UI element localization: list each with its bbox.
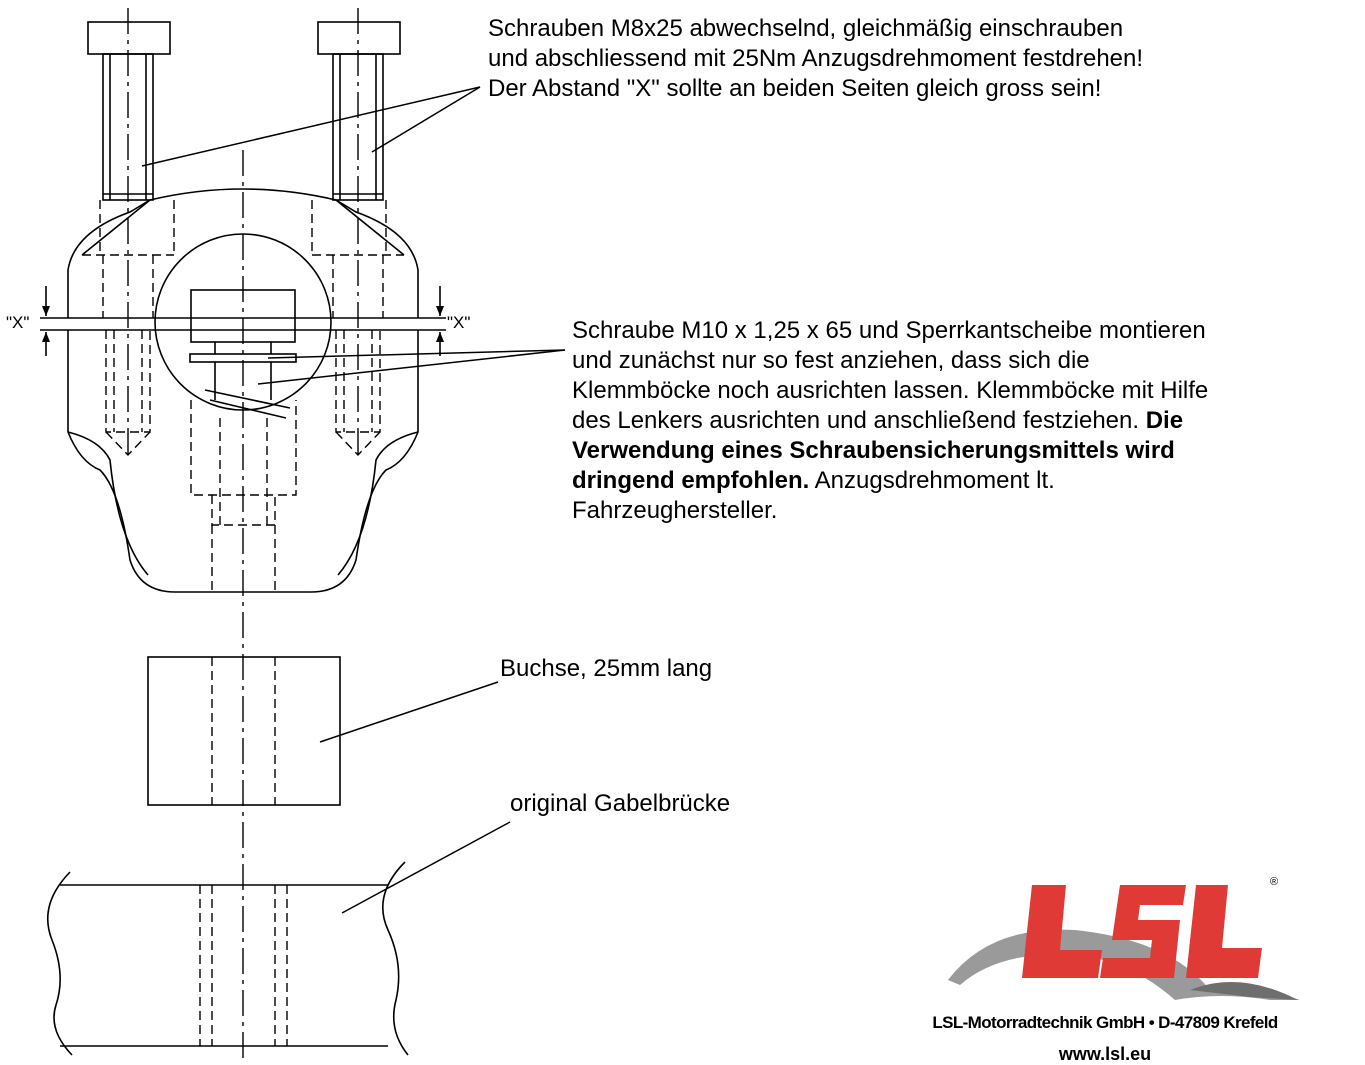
gap-dimension-right bbox=[436, 286, 444, 356]
note-m8-line3: Der Abstand "X" sollte an beiden Seiten … bbox=[488, 75, 1102, 102]
gap-label-left: "X" bbox=[6, 313, 30, 332]
right-m8-bolt bbox=[317, 8, 401, 460]
note-m8-line1: Schrauben M8x25 abwechselnd, gleichmäßig… bbox=[488, 15, 1124, 42]
note-m10-line5: Verwendung eines Schraubensicherungsmitt… bbox=[572, 436, 1208, 466]
website-footer: www.lsl.eu bbox=[1058, 1044, 1152, 1064]
note-fork-bridge: original Gabelbrücke bbox=[510, 790, 731, 817]
gap-dimension-left bbox=[42, 286, 50, 356]
hidden-bolt-holes bbox=[82, 200, 404, 457]
logo-letter-s bbox=[1100, 885, 1186, 978]
bushing bbox=[147, 656, 341, 806]
note-m10-line2: und zunächst nur so fest anziehen, dass … bbox=[572, 347, 1090, 374]
logo-letter-l1 bbox=[1022, 885, 1102, 978]
note-m10-screw: Schraube M10 x 1,25 x 65 und Sperrkantsc… bbox=[572, 316, 1208, 526]
fork-bridge bbox=[46, 861, 409, 1056]
m10-bolt bbox=[189, 289, 297, 592]
leader-lines bbox=[141, 86, 566, 914]
logo-letter-l2 bbox=[1186, 885, 1262, 978]
note-bushing: Buchse, 25mm lang bbox=[500, 655, 713, 682]
gap-label-right: "X" bbox=[447, 313, 471, 332]
note-m10-line1: Schraube M10 x 1,25 x 65 und Sperrkantsc… bbox=[572, 317, 1206, 344]
lsl-logo bbox=[948, 885, 1300, 1000]
note-m10-line6-plain: Anzugsdrehmoment lt. bbox=[814, 467, 1055, 494]
note-m10-line6: dringend empfohlen. Anzugsdrehmoment lt. bbox=[572, 466, 1208, 496]
note-m10-line4-bold: Die bbox=[1145, 407, 1184, 434]
note-m10-line4: des Lenkers ausrichten und anschließend … bbox=[572, 406, 1208, 436]
left-m8-bolt bbox=[87, 8, 171, 460]
note-m10-line7: Fahrzeughersteller. bbox=[572, 497, 778, 524]
logo-registered-mark: ® bbox=[1270, 876, 1279, 888]
note-m10-line3: Klemmböcke noch ausrichten lassen. Klemm… bbox=[572, 377, 1209, 404]
note-m10-line5-bold: Verwendung eines Schraubensicherungsmitt… bbox=[572, 437, 1175, 464]
note-m10-line6-bold: dringend empfohlen. bbox=[572, 467, 810, 494]
note-m8-screws: Schrauben M8x25 abwechselnd, gleichmäßig… bbox=[488, 14, 1143, 104]
company-footer: LSL-Motorradtechnik GmbH • D-47809 Krefe… bbox=[932, 1013, 1278, 1032]
note-m10-line4-plain: des Lenkers ausrichten und anschließend … bbox=[572, 407, 1140, 434]
clamp-body bbox=[40, 188, 446, 593]
note-m8-line2: und abschliessend mit 25Nm Anzugsdrehmom… bbox=[488, 45, 1144, 72]
